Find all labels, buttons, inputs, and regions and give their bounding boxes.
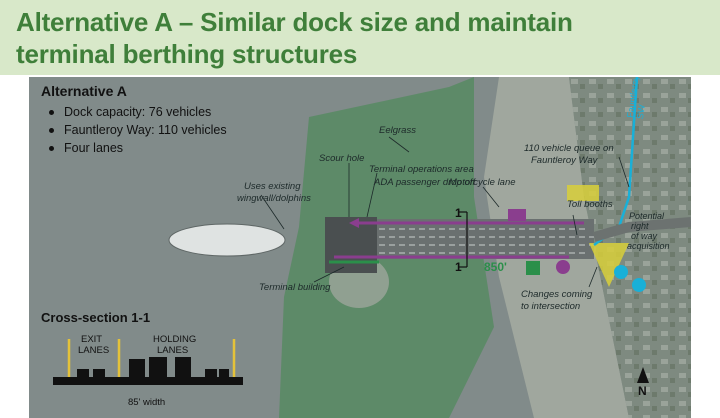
vehicle-queue-label-2: Fauntleroy Way <box>531 155 598 166</box>
row-label-3: of way <box>631 231 658 241</box>
north-arrow-icon <box>637 367 649 383</box>
row-label-2: right <box>631 221 649 231</box>
cross-section-title: Cross-section 1-1 <box>41 310 151 325</box>
alternative-heading: Alternative A <box>41 83 127 99</box>
scour-hole-label: Scour hole <box>319 153 365 164</box>
bullet-dot-icon <box>49 109 54 115</box>
bullet-dot-icon <box>49 127 54 133</box>
holding-lanes-label-2: LANES <box>157 345 189 356</box>
slide-title-line-1: Alternative A – Similar dock size and ma… <box>16 7 573 37</box>
wingwall-label-1: Uses existing <box>244 181 301 192</box>
toll-booths <box>567 185 599 201</box>
cross-section-width-label: 85' width <box>128 397 166 408</box>
motorcycle-lane-label: Motorcycle lane <box>449 177 516 188</box>
terminal-ops-label: Terminal operations area <box>369 164 474 175</box>
exit-lanes-label-2: LANES <box>78 345 110 356</box>
row-label-1: Potential <box>629 211 665 221</box>
wingwall-label-2: wingwall/dolphins <box>237 193 311 204</box>
cross-section-graphic <box>53 339 243 385</box>
bus-icon <box>614 265 628 279</box>
pedestrian-icon <box>526 261 540 275</box>
row-label-4: acquisition <box>627 241 670 251</box>
row-acquisition-area <box>589 243 629 287</box>
bullet-fauntleroy: Fauntleroy Way: 110 vehicles <box>41 121 227 139</box>
distance-label: 850' <box>484 260 507 274</box>
bike-icon <box>556 260 570 274</box>
capacity-bullets: Dock capacity: 76 vehicles Fauntleroy Wa… <box>41 103 227 157</box>
shore-land <box>569 77 691 418</box>
exit-lanes-label-1: EXIT <box>81 334 103 345</box>
slide-title-line-2: terminal berthing structures <box>16 39 358 69</box>
terminal-building-label: Terminal building <box>259 282 331 293</box>
ferry-icon <box>632 278 646 292</box>
terminal-building <box>325 217 377 273</box>
ferry-vessel <box>168 223 286 257</box>
bullet-dock-capacity: Dock capacity: 76 vehicles <box>41 103 227 121</box>
site-plan-map: Alternative A Dock capacity: 76 vehicles… <box>29 77 691 418</box>
ada-dropoff-label: ADA passenger drop off <box>374 177 476 188</box>
slide-title-band: Alternative A – Similar dock size and ma… <box>0 0 720 75</box>
section-mark-bottom: 1 <box>455 260 462 274</box>
bullet-dot-icon <box>49 145 54 151</box>
bullet-lanes: Four lanes <box>41 139 227 157</box>
north-label: N <box>638 384 647 398</box>
toll-booths-label: Toll booths <box>567 199 613 210</box>
section-mark-top: 1 <box>455 206 462 220</box>
motorcycle-icon <box>508 209 526 221</box>
map-graphic <box>29 77 691 418</box>
holding-lanes-label-1: HOLDING <box>153 334 197 345</box>
changes-label-2: to intersection <box>521 301 581 312</box>
changes-label-1: Changes coming <box>521 289 593 300</box>
vehicle-queue-label-1: 110 vehicle queue on <box>524 143 614 154</box>
eelgrass-label: Eelgrass <box>379 125 416 136</box>
